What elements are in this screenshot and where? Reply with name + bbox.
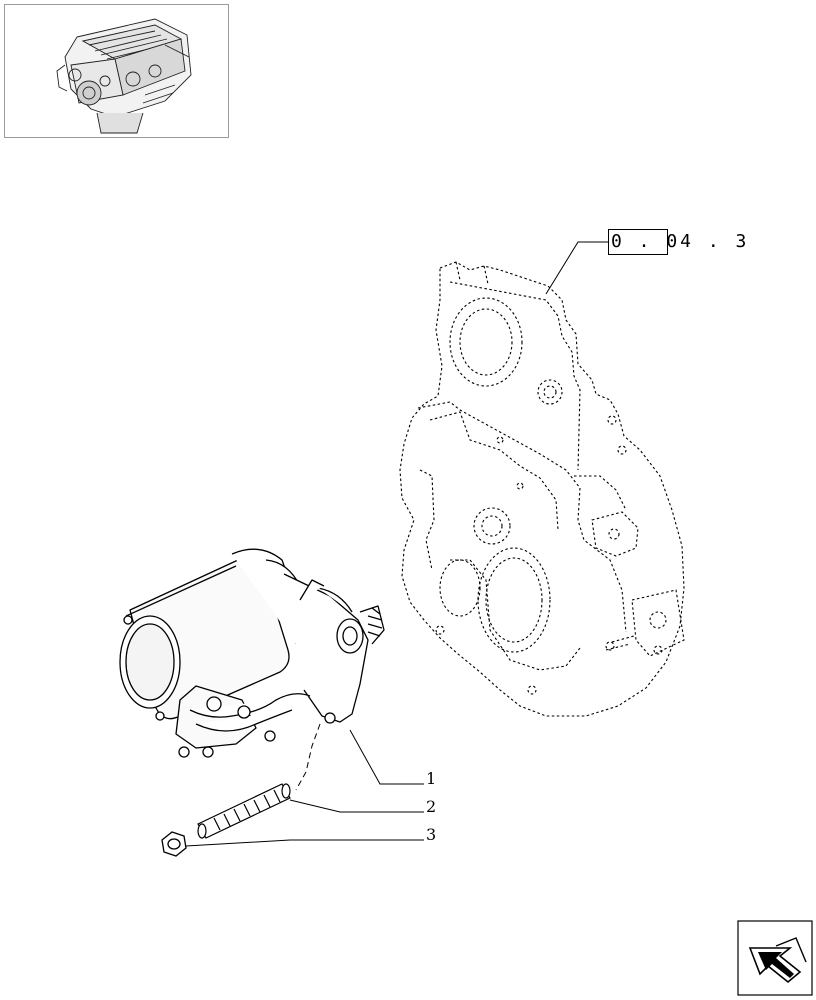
reference-code[interactable]: 0 . 04 . 3 [611, 231, 750, 252]
reference-leader-line [545, 241, 608, 295]
starter-motor[interactable] [119, 548, 385, 758]
callout-number-2: 2 [426, 797, 437, 816]
engine-thumbnail[interactable] [4, 4, 229, 138]
next-page-arrow-icon[interactable] [737, 920, 813, 996]
hex-nut[interactable] [161, 831, 187, 857]
callout-leader-3 [185, 839, 424, 847]
callout-number-1: 1 [426, 769, 437, 788]
callout-leader-2 [289, 799, 424, 813]
callout-leader-1 [349, 729, 424, 785]
callout-number-3: 3 [426, 825, 437, 844]
reference-link-box[interactable] [608, 229, 668, 255]
alignment-dash-line [295, 723, 321, 791]
engine-thumbnail-icon [56, 18, 192, 134]
stud-bolt[interactable] [197, 783, 291, 839]
flywheel-housing-outline [399, 261, 685, 717]
